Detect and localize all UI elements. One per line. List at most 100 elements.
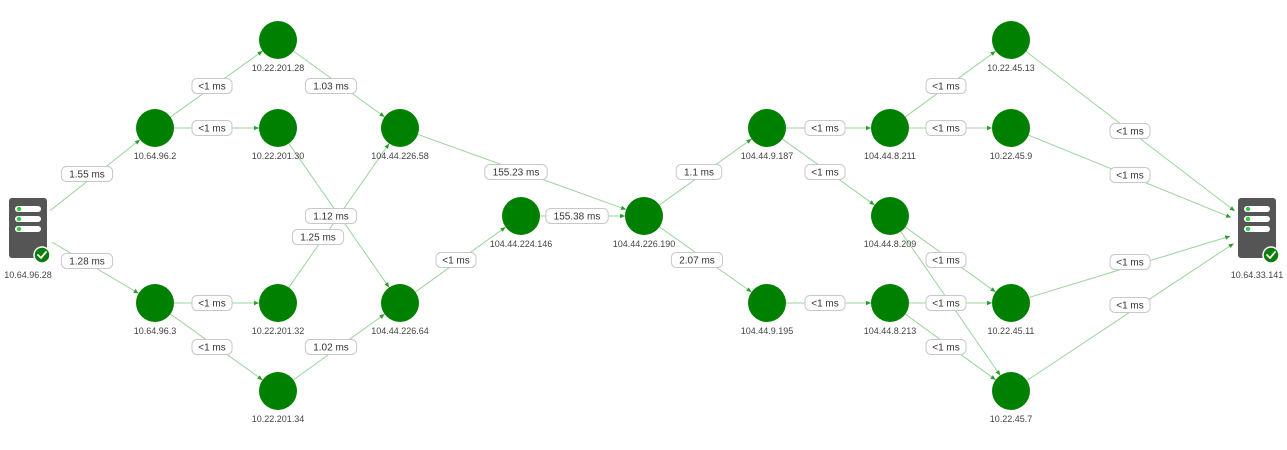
arrowhead-icon	[866, 300, 871, 306]
hop-ip-label: 104.44.8.209	[864, 239, 917, 249]
endpoint-ip-label: 10.64.33.141	[1231, 270, 1284, 280]
latency-label: <1 ms	[191, 339, 233, 355]
hop-circle[interactable]	[136, 284, 174, 322]
latency-text: 155.38 ms	[554, 212, 601, 223]
latency-label: 1.03 ms	[304, 78, 358, 94]
arrowhead-icon	[379, 112, 385, 117]
hop-ip-label: 10.64.96.3	[134, 326, 177, 336]
hop-circle[interactable]	[259, 284, 297, 322]
hop-circle[interactable]	[259, 21, 297, 59]
hop-node[interactable]: 10.64.96.2	[134, 109, 177, 161]
hop-circle[interactable]	[992, 21, 1030, 59]
arrowhead-icon	[990, 287, 996, 292]
hop-node[interactable]: 104.44.9.195	[741, 284, 794, 336]
arrowhead-icon	[995, 370, 1001, 376]
arrowhead-icon	[257, 51, 263, 56]
latency-text: <1 ms	[1116, 127, 1144, 138]
arrowhead-icon	[254, 300, 259, 306]
hop-node[interactable]: 10.22.45.13	[987, 21, 1035, 73]
latency-text: <1 ms	[198, 299, 226, 310]
hop-node[interactable]: 104.44.8.209	[864, 197, 917, 249]
server-icon[interactable]	[1238, 198, 1276, 258]
destination-endpoint[interactable]: 10.64.33.141	[1231, 198, 1284, 280]
hop-ip-label: 10.22.201.28	[252, 63, 305, 73]
latency-label: <1 ms	[191, 120, 233, 136]
arrowhead-icon	[1224, 235, 1231, 240]
hop-node[interactable]: 104.44.226.58	[371, 109, 429, 161]
hop-circle[interactable]	[871, 284, 909, 322]
latency-text: 1.55 ms	[69, 170, 105, 181]
latency-text: 155.23 ms	[493, 168, 540, 179]
latency-text: <1 ms	[811, 299, 839, 310]
arrowhead-icon	[257, 375, 263, 380]
latency-text: <1 ms	[932, 343, 960, 354]
arrowhead-icon	[987, 125, 992, 131]
server-icon[interactable]	[9, 198, 47, 258]
latency-text: <1 ms	[932, 299, 960, 310]
latency-label: <1 ms	[1109, 254, 1151, 270]
arrowhead-icon	[1228, 243, 1234, 249]
latency-text: 1.28 ms	[69, 257, 105, 268]
latency-label: <1 ms	[804, 120, 846, 136]
hop-circle[interactable]	[871, 197, 909, 235]
hop-node[interactable]: 104.44.226.64	[371, 284, 429, 336]
latency-label: 1.02 ms	[304, 339, 358, 355]
hop-circle[interactable]	[992, 109, 1030, 147]
hop-node[interactable]: 10.22.45.7	[990, 372, 1033, 424]
latency-label: <1 ms	[925, 295, 967, 311]
hop-node[interactable]: 104.44.9.187	[741, 109, 794, 161]
hop-node[interactable]: 10.22.201.32	[252, 284, 305, 336]
hop-circle[interactable]	[748, 109, 786, 147]
check-icon	[1262, 246, 1280, 264]
latency-label: 1.12 ms	[304, 208, 358, 224]
hop-circle[interactable]	[136, 109, 174, 147]
latency-label: <1 ms	[191, 295, 233, 311]
hop-circle[interactable]	[625, 197, 663, 235]
arrowhead-icon	[987, 300, 992, 306]
hop-node[interactable]: 10.22.45.9	[990, 109, 1033, 161]
hop-ip-label: 10.64.96.2	[134, 151, 177, 161]
latency-text: 2.07 ms	[679, 256, 715, 267]
latency-label-layer: 1.55 ms 1.28 ms <1 ms <1 ms <1 ms <1 ms 1.03 m…	[60, 78, 1151, 355]
arrowhead-icon	[134, 139, 141, 145]
hop-node[interactable]: 104.44.8.213	[864, 284, 917, 336]
source-endpoint[interactable]: 10.64.96.28	[4, 198, 52, 280]
latency-text: <1 ms	[1116, 171, 1144, 182]
hop-node[interactable]: 10.22.201.30	[252, 109, 305, 161]
latency-text: <1 ms	[1116, 258, 1144, 269]
arrowhead-icon	[746, 287, 752, 293]
hop-node[interactable]: 104.44.8.211	[864, 109, 916, 161]
hop-circle[interactable]	[259, 109, 297, 147]
hop-circle[interactable]	[502, 197, 540, 235]
hop-circle[interactable]	[871, 109, 909, 147]
latency-text: <1 ms	[442, 256, 470, 267]
hop-node[interactable]: 104.44.226.190	[613, 197, 676, 249]
arrowhead-icon	[133, 288, 139, 294]
latency-label: 1.28 ms	[60, 253, 114, 269]
hop-circle[interactable]	[381, 284, 419, 322]
hop-node[interactable]: 10.22.201.34	[252, 372, 305, 424]
arrowhead-icon	[866, 125, 871, 131]
hop-ip-label: 104.44.9.195	[741, 326, 794, 336]
hop-node[interactable]: 10.64.96.3	[134, 284, 177, 336]
hop-circle[interactable]	[259, 372, 297, 410]
arrowhead-icon	[620, 205, 627, 210]
endpoint-ip-label: 10.64.96.28	[4, 270, 52, 280]
hop-circle[interactable]	[381, 109, 419, 147]
latency-label: <1 ms	[925, 120, 967, 136]
hop-node[interactable]: 10.22.201.28	[252, 21, 305, 73]
check-icon	[33, 246, 51, 264]
hop-circle[interactable]	[992, 372, 1030, 410]
latency-text: <1 ms	[811, 168, 839, 179]
latency-label: <1 ms	[191, 78, 233, 94]
hop-node[interactable]: 10.22.45.11	[988, 284, 1035, 336]
arrowhead-icon	[869, 200, 875, 205]
hop-circle[interactable]	[992, 284, 1030, 322]
hop-ip-label: 104.44.8.213	[864, 326, 917, 336]
hop-circle[interactable]	[748, 284, 786, 322]
latency-text: 1.03 ms	[313, 82, 349, 93]
hop-node-layer: 10.64.96.2 10.64.96.3 10.22.201.28 10.22.20…	[4, 21, 1283, 424]
latency-text: <1 ms	[198, 343, 226, 354]
hop-node[interactable]: 104.44.224.146	[490, 197, 553, 249]
latency-label: <1 ms	[1109, 297, 1151, 313]
